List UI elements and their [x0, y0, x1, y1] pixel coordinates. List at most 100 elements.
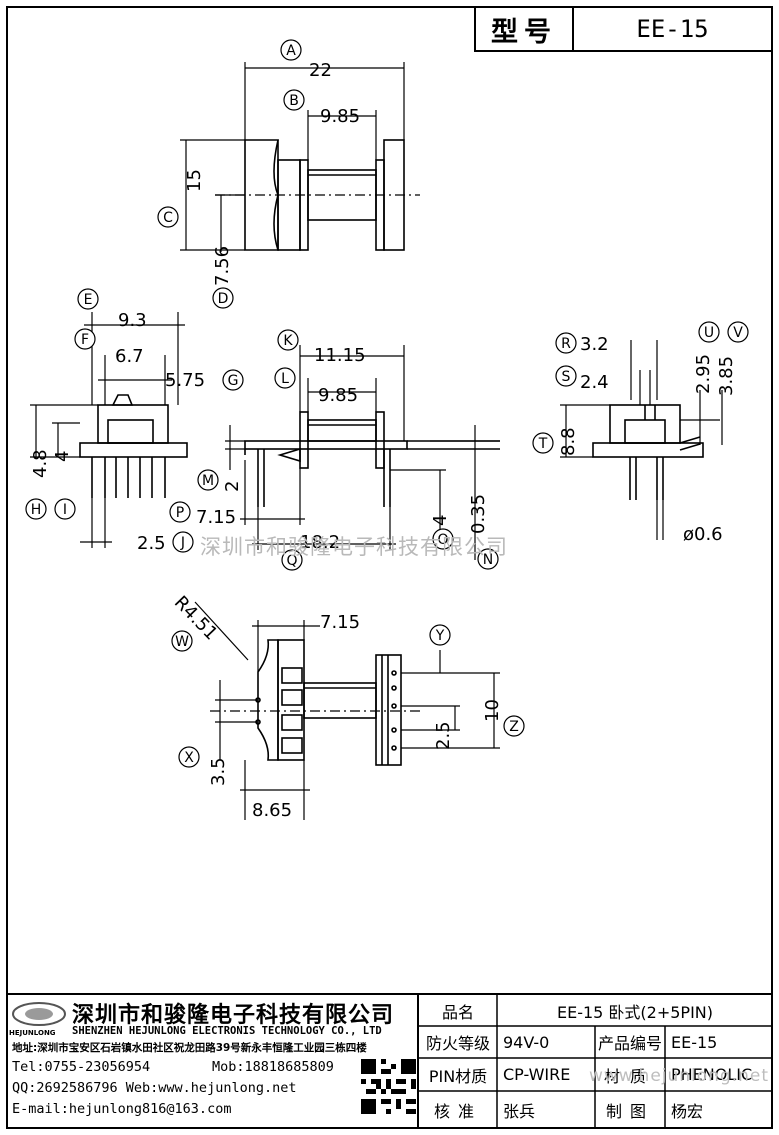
marker-r: R: [555, 332, 577, 354]
marker-w: W: [171, 630, 193, 652]
dim-T: 8.8: [558, 427, 579, 456]
dim-X-w: 8.65: [252, 800, 293, 821]
dim-V: 3.85: [716, 355, 737, 396]
logo-text: HEJUNLONG: [9, 1029, 56, 1037]
svg-text:N: N: [483, 552, 493, 568]
svg-text:A: A: [286, 43, 296, 59]
drawing-frame: [6, 6, 773, 1129]
code-label: 产品编号: [597, 1034, 662, 1053]
marker-j: J: [172, 531, 194, 553]
marker-t: T: [532, 432, 554, 454]
dim-J: 2.5: [137, 533, 166, 554]
svg-text:U: U: [704, 325, 714, 341]
svg-text:S: S: [562, 369, 571, 385]
dim-B: 9.85: [320, 106, 361, 127]
front-view: [244, 411, 500, 507]
fire-value: 94V-0: [503, 1032, 550, 1052]
marker-x: X: [178, 746, 200, 768]
company-tel: Tel:0755-23056954: [12, 1059, 151, 1075]
svg-text:I: I: [63, 502, 67, 518]
svg-text:M: M: [202, 473, 214, 489]
svg-text:P: P: [176, 505, 184, 521]
svg-text:L: L: [281, 371, 289, 387]
mat-label: 材质: [603, 1066, 656, 1086]
marker-y: Y: [429, 624, 451, 646]
dim-E: 9.3: [118, 310, 147, 331]
marker-b: B: [283, 89, 305, 111]
svg-text:B: B: [289, 93, 299, 109]
marker-e: E: [77, 288, 99, 310]
svg-text:Y: Y: [435, 628, 445, 644]
svg-text:W: W: [175, 634, 189, 650]
dim-D: 7.56: [212, 245, 233, 286]
draw-value: 杨宏: [671, 1102, 704, 1121]
dim-W-len: 7.15: [320, 612, 361, 633]
dim-F: 6.7: [115, 346, 144, 367]
svg-text:K: K: [283, 333, 293, 349]
spec-table: 品名 EE-15 卧式(2+5PIN) 防火等级 94V-0 产品编号 EE-1…: [419, 995, 773, 1129]
svg-text:H: H: [31, 502, 42, 518]
dim-U: 2.95: [693, 353, 714, 394]
svg-text:Z: Z: [509, 719, 519, 735]
svg-text:F: F: [81, 332, 89, 348]
marker-i: I: [54, 498, 76, 520]
model-label: 型号: [476, 8, 574, 50]
svg-text:O: O: [437, 532, 448, 548]
bottom-view: [255, 639, 402, 766]
company-address: 地址:深圳市宝安区石岩镇水田社区祝龙田路39号新永丰恒隆工业园三栋四楼: [12, 1042, 367, 1054]
watermark-table: www.hejunlong.net: [589, 1066, 770, 1086]
code-value: EE-15: [671, 1032, 718, 1052]
dim-Q: 18.2: [300, 532, 341, 553]
pin-value: CP-WIRE: [503, 1065, 571, 1084]
svg-text:C: C: [163, 210, 173, 226]
model-value: EE-15: [636, 15, 709, 43]
marker-s: S: [555, 365, 577, 387]
name-label: 品名: [441, 1002, 474, 1022]
marker-n: N: [477, 548, 499, 570]
dim-I: 4: [52, 450, 73, 462]
marker-f: F: [74, 328, 96, 350]
side-view-right: [592, 404, 704, 500]
name-value: EE-15 卧式(2+5PIN): [556, 1002, 714, 1022]
marker-d: D: [212, 287, 234, 309]
svg-text:X: X: [184, 750, 194, 766]
dim-X: 3.5: [208, 757, 229, 786]
marker-o: O: [432, 528, 454, 550]
draw-label: 制图: [605, 1102, 654, 1121]
marker-m: M: [197, 469, 219, 491]
model-header: 型号 EE-15: [474, 6, 773, 52]
svg-text:E: E: [84, 292, 93, 308]
dim-O: 4: [430, 514, 451, 526]
dim-G: 5.75: [165, 370, 206, 391]
svg-text:V: V: [733, 325, 743, 341]
technical-drawing: A B C D E F G H I J K L M N O P Q R S T U V W X Y Z: [25, 39, 749, 820]
dim-H: 4.8: [30, 449, 51, 478]
marker-p: P: [169, 501, 191, 523]
company-name-cn: 深圳市和骏隆电子科技有限公司: [72, 1002, 395, 1028]
dim-M: 2: [222, 480, 243, 492]
marker-l: L: [274, 367, 296, 389]
dim-C: 15: [184, 169, 205, 192]
svg-text:G: G: [228, 373, 239, 389]
marker-a: A: [280, 39, 302, 61]
dim-P: 7.15: [196, 507, 237, 528]
svg-text:Q: Q: [286, 553, 297, 569]
marker-u: U: [698, 321, 720, 343]
dim-Y: 10: [482, 699, 503, 722]
marker-q: Q: [281, 549, 303, 571]
marker-k: K: [277, 329, 299, 351]
company-email: E-mail:hejunlong816@163.com: [12, 1101, 232, 1117]
spec-grid: [419, 995, 773, 1129]
dim-L: 9.85: [318, 385, 359, 406]
marker-v: V: [727, 321, 749, 343]
svg-text:T: T: [538, 436, 548, 452]
fire-label: 防火等级: [425, 1034, 490, 1053]
dim-R: 3.2: [580, 334, 609, 355]
company-name-en: SHENZHEN HEJUNLONG ELECTRONIS TECHNOLOGY…: [72, 1025, 382, 1037]
company-mob: Mob:18818685809: [212, 1059, 334, 1075]
dimension-markers: A B C D E F G H I J K L M N O P Q R S T U V W X Y Z: [25, 39, 749, 768]
svg-text:R: R: [561, 336, 571, 352]
marker-c: C: [157, 206, 179, 228]
title-block: [6, 993, 773, 1129]
qr-code: [361, 1059, 416, 1114]
